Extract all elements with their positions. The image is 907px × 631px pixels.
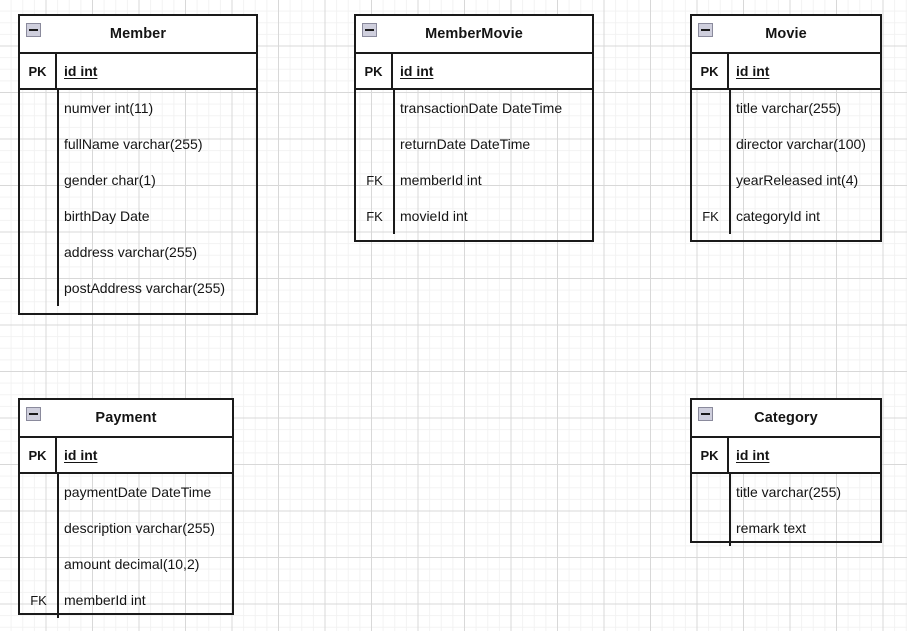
column-divider xyxy=(393,90,395,234)
fk-badge: FK xyxy=(366,172,383,188)
attribute-name: returnDate DateTime xyxy=(400,136,531,152)
fk-badge: FK xyxy=(30,592,47,608)
attribute-name: address varchar(255) xyxy=(64,244,198,260)
collapse-minus-icon[interactable] xyxy=(26,407,41,421)
attribute-row[interactable]: description varchar(255) xyxy=(20,510,232,546)
attribute-row[interactable]: FK categoryId int xyxy=(692,198,880,234)
attribute-name: numver int(11) xyxy=(64,100,154,116)
entity-pk-row-category: PK id int xyxy=(692,438,880,474)
attribute-name: yearReleased int(4) xyxy=(736,172,859,188)
pk-badge: PK xyxy=(20,54,57,88)
entity-header-category: Category xyxy=(692,400,880,438)
attribute-name: gender char(1) xyxy=(64,172,156,188)
pk-field-name: id int xyxy=(736,63,770,79)
entity-title-member: Member xyxy=(109,26,167,42)
column-divider xyxy=(729,90,731,234)
pk-field-name: id int xyxy=(400,63,434,79)
attribute-row[interactable]: gender char(1) xyxy=(20,162,256,198)
attribute-row[interactable]: yearReleased int(4) xyxy=(692,162,880,198)
attribute-name: transactionDate DateTime xyxy=(400,100,563,116)
pk-badge: PK xyxy=(356,54,393,88)
attribute-row[interactable]: fullName varchar(255) xyxy=(20,126,256,162)
column-divider xyxy=(729,474,731,546)
entity-header-payment: Payment xyxy=(20,400,232,438)
entity-title-movie: Movie xyxy=(765,26,807,42)
entity-attributes-member: numver int(11) fullName varchar(255) gende… xyxy=(20,90,256,320)
collapse-minus-icon[interactable] xyxy=(362,23,377,37)
entity-pk-row-membermovie: PK id int xyxy=(356,54,592,90)
entity-attributes-category: title varchar(255) remark text xyxy=(692,474,880,546)
attribute-row[interactable]: FK movieId int xyxy=(356,198,592,234)
attribute-row[interactable]: birthDay Date xyxy=(20,198,256,234)
attribute-name: title varchar(255) xyxy=(736,100,842,116)
attribute-name: postAddress varchar(255) xyxy=(64,280,226,296)
attribute-row[interactable]: paymentDate DateTime xyxy=(20,474,232,510)
entity-attributes-payment: paymentDate DateTime description varchar(… xyxy=(20,474,232,622)
attribute-row[interactable]: amount decimal(10,2) xyxy=(20,546,232,582)
collapse-minus-icon[interactable] xyxy=(698,407,713,421)
attribute-name: fullName varchar(255) xyxy=(64,136,203,152)
entity-pk-row-payment: PK id int xyxy=(20,438,232,474)
column-divider xyxy=(57,90,59,306)
attribute-name: movieId int xyxy=(400,208,468,224)
attribute-row[interactable]: numver int(11) xyxy=(20,90,256,126)
entity-header-membermovie: MemberMovie xyxy=(356,16,592,54)
attribute-row[interactable]: FK memberId int xyxy=(356,162,592,198)
attribute-row[interactable]: postAddress varchar(255) xyxy=(20,270,256,306)
pk-field-name: id int xyxy=(64,447,98,463)
attribute-row[interactable]: address varchar(255) xyxy=(20,234,256,270)
column-divider xyxy=(57,474,59,618)
attribute-row[interactable]: title varchar(255) xyxy=(692,90,880,126)
fk-badge: FK xyxy=(702,208,719,224)
attribute-name: title varchar(255) xyxy=(736,484,842,500)
entity-pk-row-movie: PK id int xyxy=(692,54,880,90)
attribute-name: amount decimal(10,2) xyxy=(64,556,200,572)
attribute-row[interactable]: director varchar(100) xyxy=(692,126,880,162)
collapse-minus-icon[interactable] xyxy=(26,23,41,37)
entity-header-member: Member xyxy=(20,16,256,54)
entity-header-movie: Movie xyxy=(692,16,880,54)
pk-badge: PK xyxy=(692,438,729,472)
attribute-name: birthDay Date xyxy=(64,208,150,224)
entity-title-category: Category xyxy=(754,410,818,426)
attribute-name: paymentDate DateTime xyxy=(64,484,212,500)
attribute-name: description varchar(255) xyxy=(64,520,215,536)
attribute-name: memberId int xyxy=(400,172,482,188)
attribute-row[interactable]: title varchar(255) xyxy=(692,474,880,510)
attribute-name: remark text xyxy=(736,520,807,536)
attribute-row[interactable]: transactionDate DateTime xyxy=(356,90,592,126)
entity-pk-row-member: PK id int xyxy=(20,54,256,90)
attribute-name: director varchar(100) xyxy=(736,136,866,152)
pk-badge: PK xyxy=(20,438,57,472)
collapse-minus-icon[interactable] xyxy=(698,23,713,37)
attribute-name: memberId int xyxy=(64,592,146,608)
attribute-name: categoryId int xyxy=(736,208,821,224)
entity-attributes-movie: title varchar(255) director varchar(100) y… xyxy=(692,90,880,248)
attribute-row[interactable]: FK memberId int xyxy=(20,582,232,618)
fk-badge: FK xyxy=(366,208,383,224)
entity-attributes-membermovie: transactionDate DateTime returnDate DateT… xyxy=(356,90,592,248)
pk-field-name: id int xyxy=(736,447,770,463)
attribute-row[interactable]: returnDate DateTime xyxy=(356,126,592,162)
attribute-row[interactable]: remark text xyxy=(692,510,880,546)
pk-field-name: id int xyxy=(64,63,98,79)
entity-title-membermovie: MemberMovie xyxy=(425,26,523,42)
entity-title-payment: Payment xyxy=(95,410,157,426)
pk-badge: PK xyxy=(692,54,729,88)
